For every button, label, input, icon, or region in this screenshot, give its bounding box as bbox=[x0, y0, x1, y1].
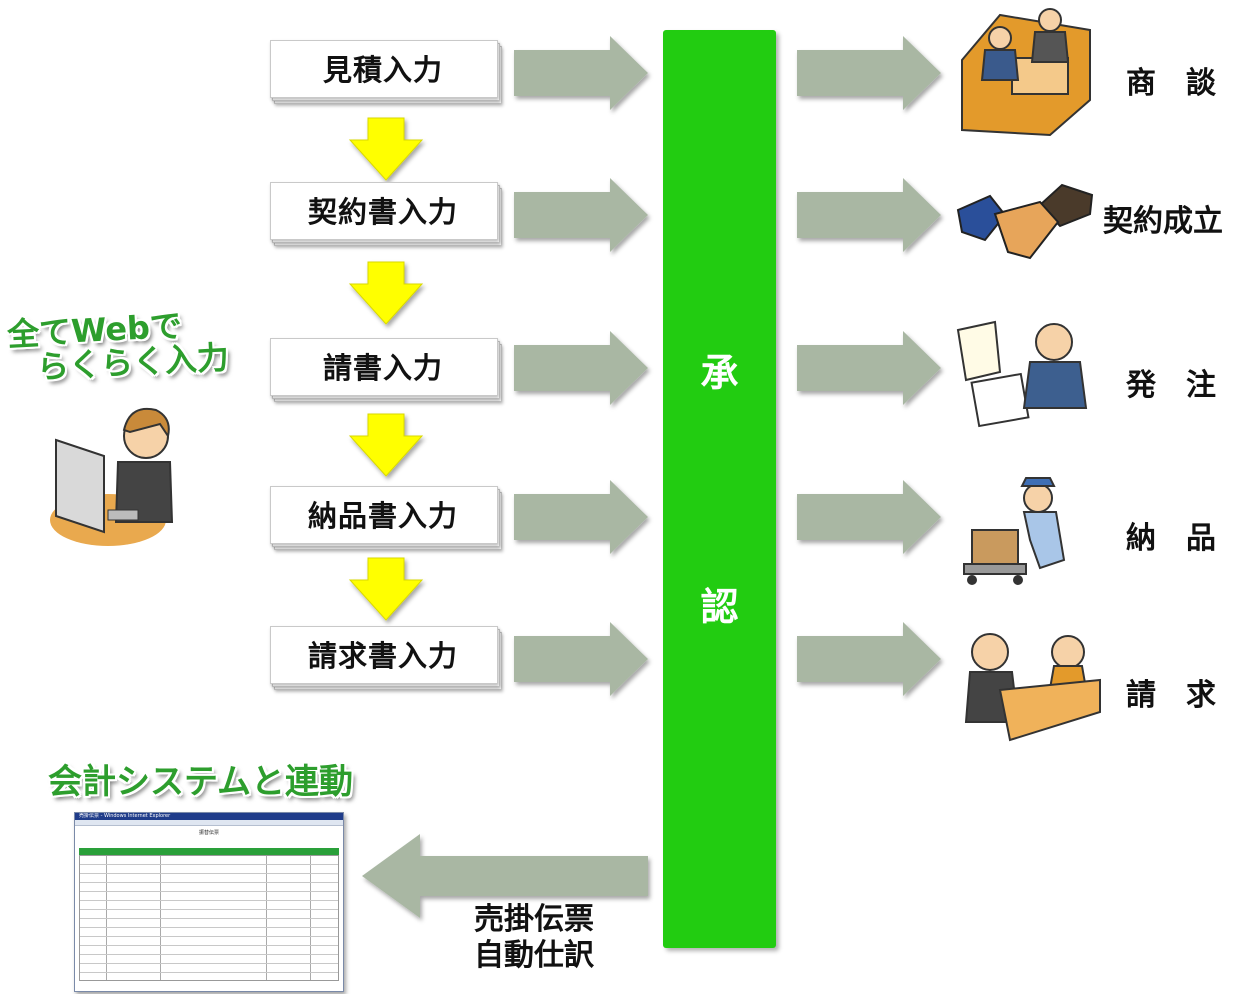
down-arrow-4 bbox=[348, 557, 424, 621]
approval-char-2: 認 bbox=[700, 585, 739, 629]
down-arrow-1 bbox=[348, 117, 424, 181]
step-invoice-input: 請求書入力 bbox=[270, 626, 502, 690]
arrow-approval-to-outcome5 bbox=[797, 622, 941, 696]
arrow-step5-to-approval bbox=[514, 622, 648, 696]
step-label: 見積入力 bbox=[322, 53, 443, 87]
arrow-approval-to-accounting bbox=[362, 834, 648, 918]
auto-entry-line2: 自動仕訳 bbox=[474, 938, 594, 973]
screenshot-toolbar bbox=[75, 820, 343, 826]
approval-char-1: 承 bbox=[700, 351, 739, 395]
negotiation-illustration bbox=[961, 8, 1091, 137]
down-arrow-3 bbox=[348, 413, 424, 477]
arrow-approval-to-outcome4 bbox=[797, 480, 941, 554]
outcome-delivery: 納 品 bbox=[1126, 521, 1216, 556]
step-estimate-input: 見積入力 bbox=[270, 40, 502, 104]
delivery-illustration bbox=[963, 477, 1066, 585]
step-acceptance-input: 請書入力 bbox=[270, 338, 502, 402]
step-label: 請書入力 bbox=[322, 351, 443, 385]
arrow-step4-to-approval bbox=[514, 480, 648, 554]
auto-entry-line1: 売掛伝票 bbox=[474, 902, 594, 937]
billing-illustration bbox=[964, 633, 1101, 742]
screenshot-doc-title: 振替伝票 bbox=[198, 830, 219, 836]
outcome-billing: 請 求 bbox=[1126, 678, 1216, 713]
approval-bar: 承 認 bbox=[663, 30, 776, 948]
order-illustration bbox=[956, 320, 1088, 428]
arrow-step3-to-approval bbox=[514, 331, 648, 405]
web-input-illustration bbox=[50, 408, 174, 546]
step-delivery-input: 納品書入力 bbox=[270, 486, 502, 550]
accounting-caption: 会計システムと連動 bbox=[48, 762, 353, 802]
down-arrow-2 bbox=[348, 261, 424, 325]
screenshot-table bbox=[79, 855, 339, 981]
auto-entry-label: 売掛伝票 自動仕訳 bbox=[446, 902, 622, 974]
step-label: 契約書入力 bbox=[307, 195, 458, 229]
arrow-step2-to-approval bbox=[514, 178, 648, 252]
web-caption: 全てWebで らくらく入力 bbox=[6, 306, 229, 387]
step-label: 請求書入力 bbox=[307, 639, 458, 673]
outcome-negotiation: 商 談 bbox=[1126, 66, 1216, 101]
screenshot-title-bar: 売掛伝票 - Windows Internet Explorer bbox=[75, 813, 343, 820]
arrow-approval-to-outcome2 bbox=[797, 178, 941, 252]
accounting-screenshot: 売掛伝票 - Windows Internet Explorer 振替伝票 bbox=[74, 812, 344, 992]
outcome-order: 発 注 bbox=[1126, 368, 1216, 403]
screenshot-header-row bbox=[79, 848, 339, 855]
arrow-approval-to-outcome1 bbox=[797, 36, 941, 110]
outcome-contract-concluded: 契約成立 bbox=[1103, 204, 1223, 239]
arrow-approval-to-outcome3 bbox=[797, 331, 941, 405]
handshake-illustration bbox=[956, 183, 1094, 260]
arrow-step1-to-approval bbox=[514, 36, 648, 110]
step-label: 納品書入力 bbox=[307, 499, 458, 533]
step-contract-input: 契約書入力 bbox=[270, 182, 502, 246]
